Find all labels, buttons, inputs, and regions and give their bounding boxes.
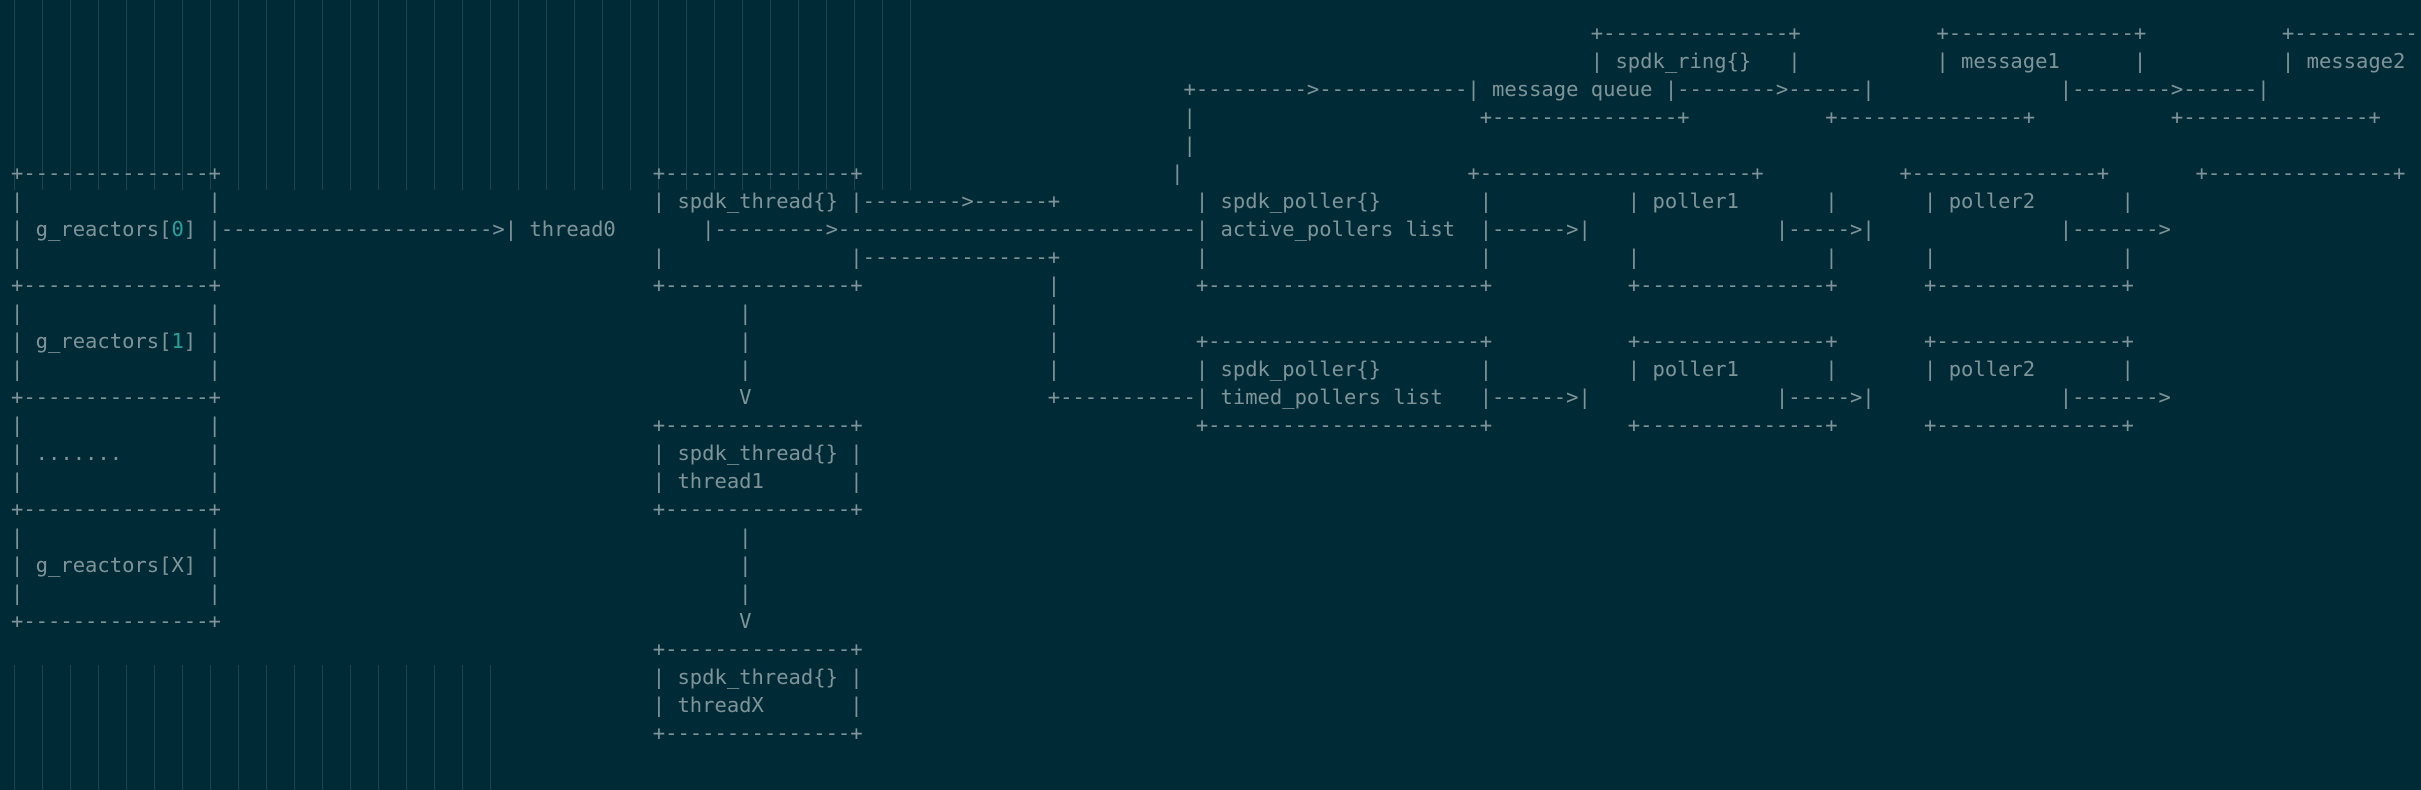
indent-guide-line <box>434 665 435 790</box>
indent-guide-line <box>182 665 183 790</box>
indent-guide-line <box>490 665 491 790</box>
indent-guide-line <box>378 0 379 190</box>
indent-guide-line <box>322 0 323 190</box>
ascii-diagram: +---------------+ +---------------+ +---… <box>11 19 2421 747</box>
indent-guide-line <box>490 0 491 190</box>
diagram-line: | | | | | spdk_poller{} | | poller1 | | … <box>11 357 2134 381</box>
indent-guide-line <box>98 665 99 790</box>
indent-guide-line <box>826 0 827 190</box>
indent-guide-line <box>42 0 43 190</box>
diagram-line: +---------------+ V +-----------| timed_… <box>11 385 2171 409</box>
indent-guide-line <box>910 0 911 190</box>
indent-guide-line <box>14 0 15 190</box>
indent-guide-line <box>854 0 855 190</box>
indent-guide-line <box>770 0 771 190</box>
indent-guide-line <box>658 0 659 190</box>
indent-guide-line <box>882 0 883 190</box>
diagram-line: | | | <box>11 525 752 549</box>
diagram-line: | | | thread1 | <box>11 469 863 493</box>
indent-guide-line <box>210 0 211 190</box>
indent-guide-line <box>378 665 379 790</box>
diagram-line: | g_reactors[0] |---------------------->… <box>11 217 2171 241</box>
diagram-line: | threadX | <box>11 693 863 717</box>
indent-guide-line <box>182 0 183 190</box>
diagram-line: | spdk_ring{} | | message1 | | message2 … <box>11 49 2421 73</box>
indent-guide-line <box>434 0 435 190</box>
indent-guide-line <box>350 0 351 190</box>
diagram-line: | | | <box>11 581 752 605</box>
indent-guide-line <box>126 0 127 190</box>
reactor-index: 1 <box>171 329 184 353</box>
indent-guide-line <box>406 665 407 790</box>
diagram-line: +---------------+ V <box>11 609 752 633</box>
diagram-line: | +---------------+ +---------------+ +-… <box>11 105 2381 129</box>
indent-guide-line <box>546 0 547 190</box>
diagram-line: +---------------+ +---------------+ | +-… <box>11 161 2406 185</box>
indent-guide-line <box>14 665 15 790</box>
diagram-line: | g_reactors[X] | | <box>11 553 752 577</box>
indent-guide-line <box>462 665 463 790</box>
indent-guide-line <box>462 0 463 190</box>
indent-guide-line <box>238 0 239 190</box>
diagram-line: +---------------+ <box>11 721 863 745</box>
indent-guide-line <box>210 665 211 790</box>
indent-guide-line <box>266 0 267 190</box>
indent-guide-line <box>714 0 715 190</box>
diagram-line: | | | | <box>11 301 1061 325</box>
indent-guide-line <box>518 0 519 190</box>
indent-guide-line <box>154 665 155 790</box>
diagram-line: +--------->------------| message queue |… <box>11 77 2421 101</box>
diagram-line: | | | spdk_thread{} |-------->------+ | … <box>11 189 2134 213</box>
diagram-line: | | +---------------+ +-----------------… <box>11 413 2134 437</box>
indent-guide-line <box>630 0 631 190</box>
diagram-line: +---------------+ +---------------+ | +-… <box>11 273 2134 297</box>
indent-guide-line <box>98 0 99 190</box>
indent-guide-line <box>602 0 603 190</box>
indent-guide-line <box>686 0 687 190</box>
indent-guide-line <box>350 665 351 790</box>
indent-guide-line <box>154 0 155 190</box>
diagram-line: +---------------+ +---------------+ <box>11 497 863 521</box>
indent-guide-line <box>798 0 799 190</box>
diagram-line: | spdk_thread{} | <box>11 665 863 689</box>
indent-guide-line <box>70 0 71 190</box>
diagram-line: +---------------+ <box>11 637 863 661</box>
indent-guide-line <box>294 0 295 190</box>
indent-guide-line <box>266 665 267 790</box>
indent-guide-line <box>70 665 71 790</box>
diagram-line: | <box>11 133 1196 157</box>
indent-guide-line <box>742 0 743 190</box>
diagram-line: +---------------+ +---------------+ +---… <box>11 21 2421 45</box>
indent-guide-line <box>322 665 323 790</box>
diagram-line: | | | |---------------+ | | | | | | <box>11 245 2134 269</box>
diagram-line: | g_reactors[1] | | | +-----------------… <box>11 329 2134 353</box>
indent-guide-line <box>126 665 127 790</box>
indent-guide-line <box>574 0 575 190</box>
reactor-index: 0 <box>171 217 184 241</box>
indent-guide-line <box>294 665 295 790</box>
diagram-line: | ....... | | spdk_thread{} | <box>11 441 863 465</box>
indent-guide-line <box>238 665 239 790</box>
indent-guide-line <box>42 665 43 790</box>
indent-guide-line <box>406 0 407 190</box>
